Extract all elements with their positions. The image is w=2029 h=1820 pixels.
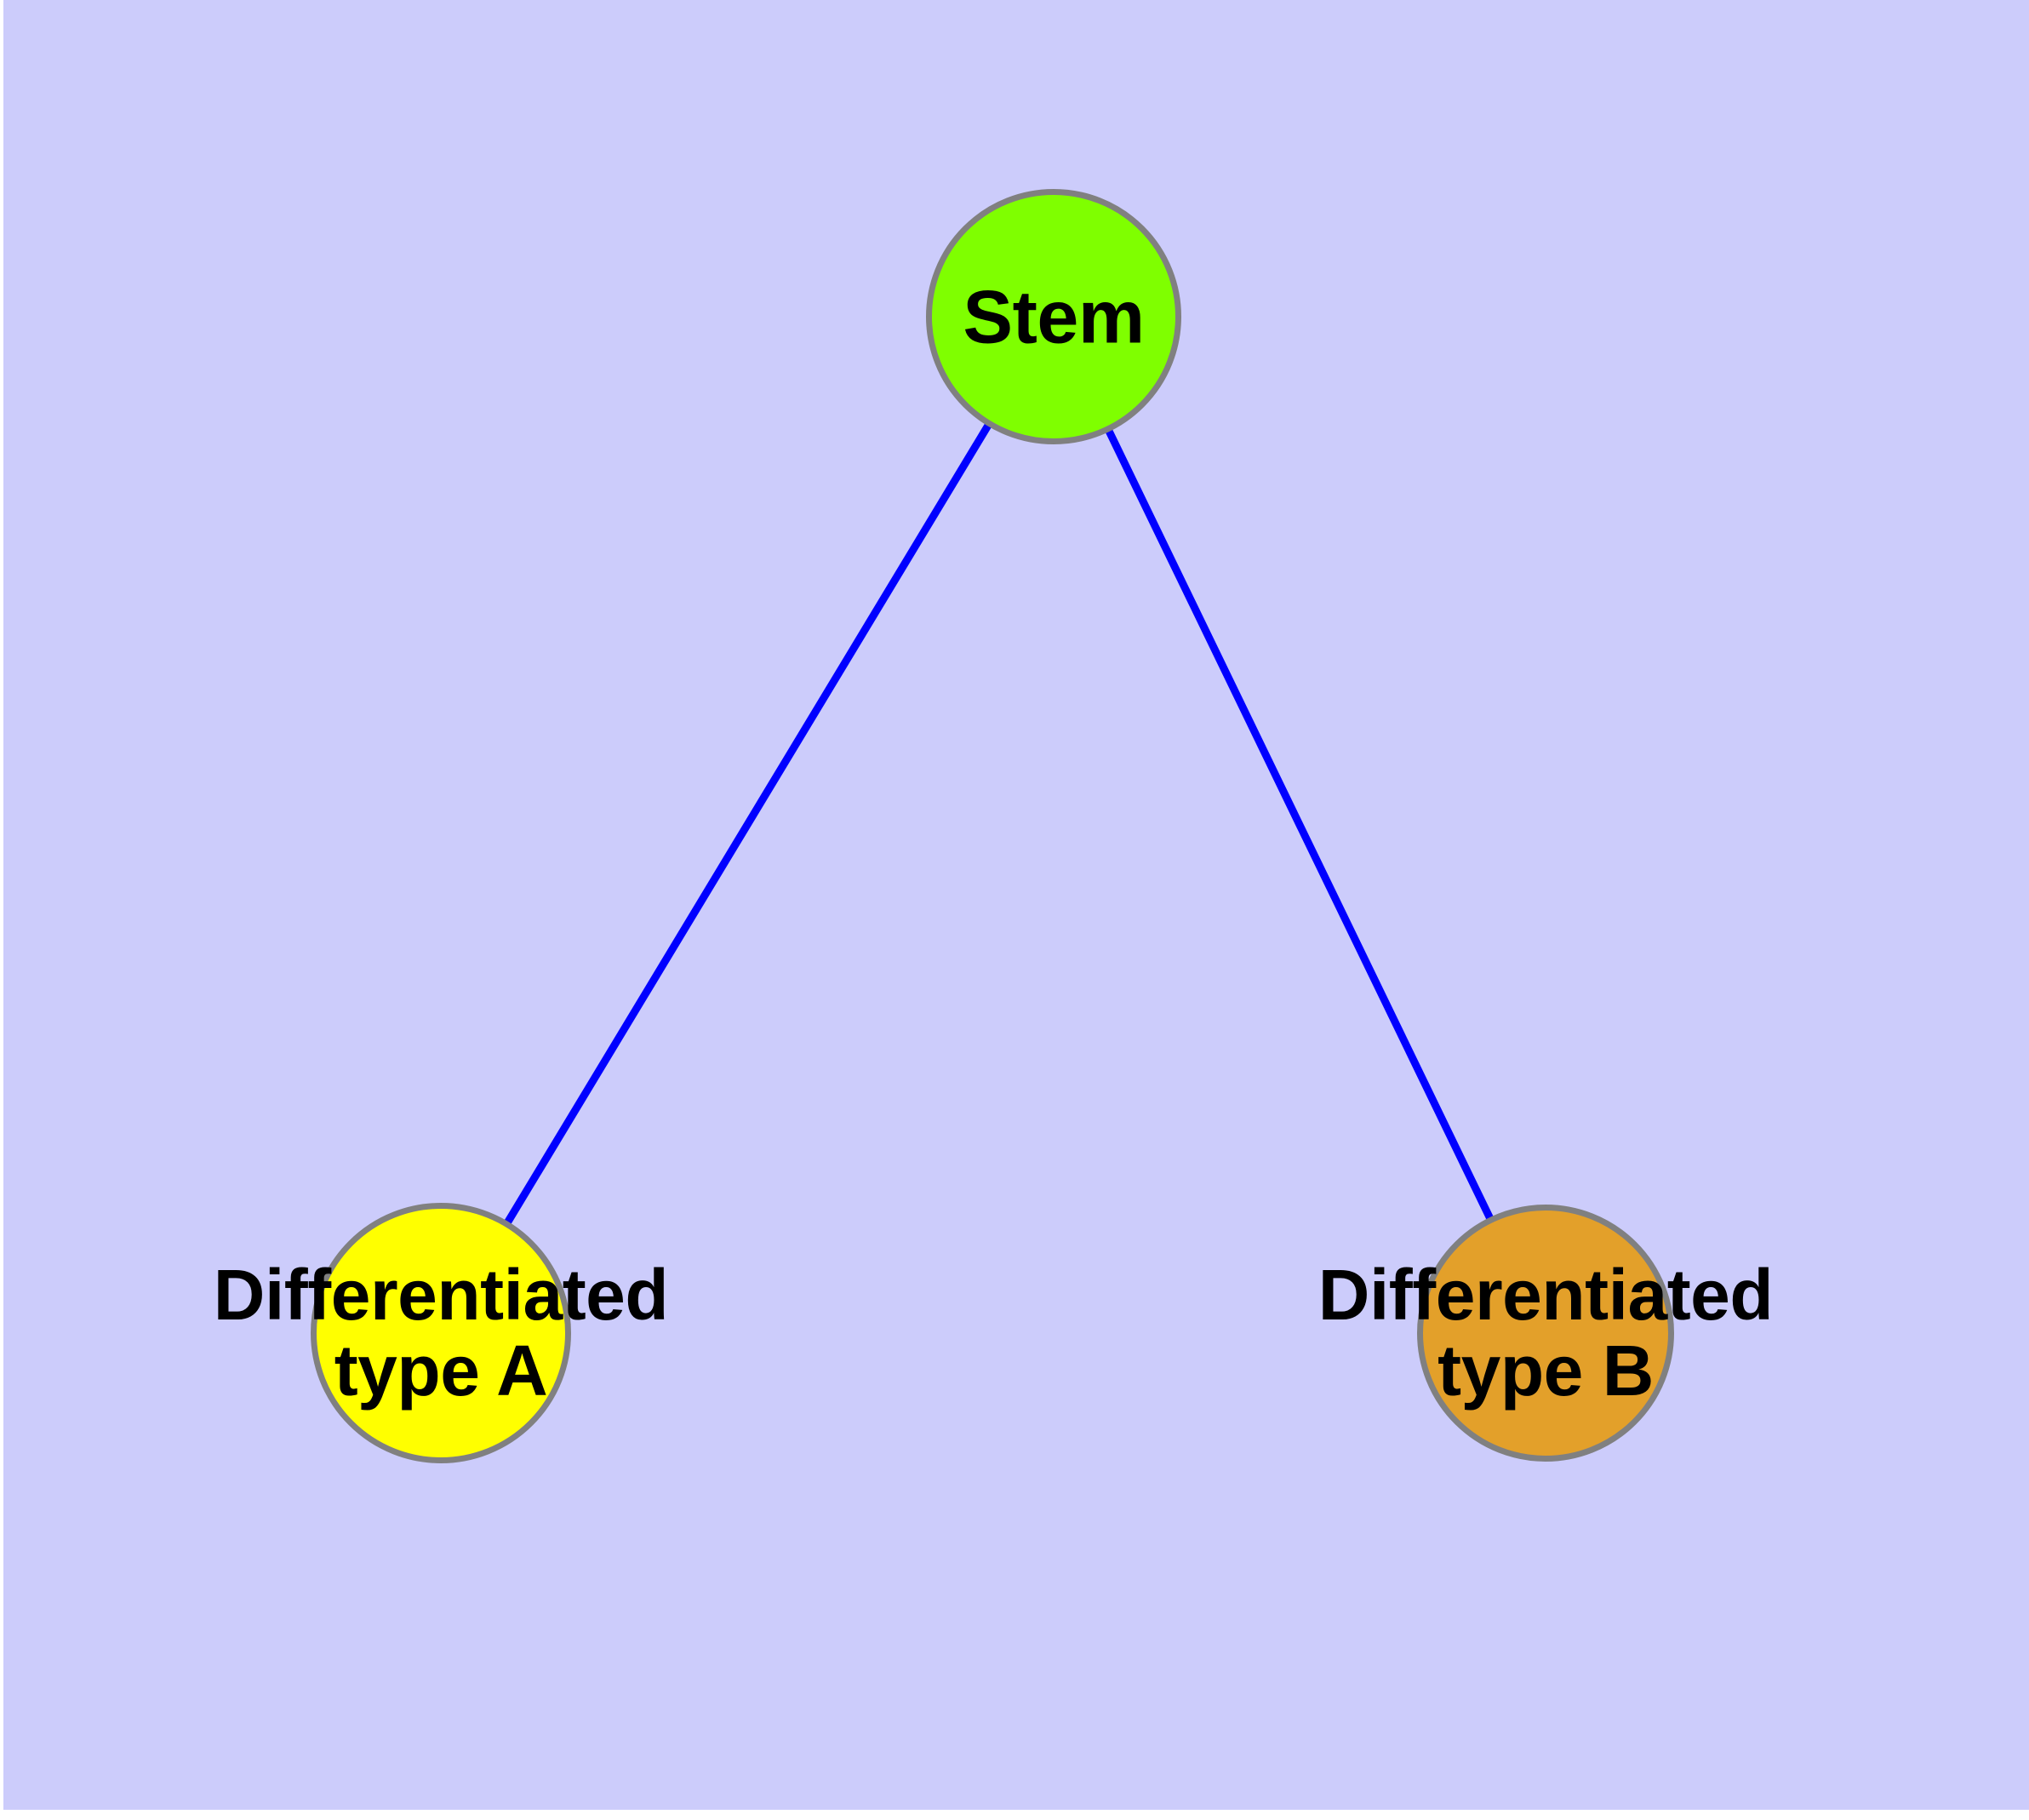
graph-edge	[1101, 421, 1498, 1228]
graph-node-diff_a[interactable]	[311, 1203, 571, 1463]
edge-layer	[499, 415, 1498, 1233]
graph-node-diff_b[interactable]	[1417, 1205, 1674, 1462]
graph-node-stem[interactable]	[926, 189, 1181, 444]
graph-svg	[311, 189, 1674, 1463]
node-layer	[311, 189, 1674, 1463]
graph-edge	[499, 415, 997, 1233]
